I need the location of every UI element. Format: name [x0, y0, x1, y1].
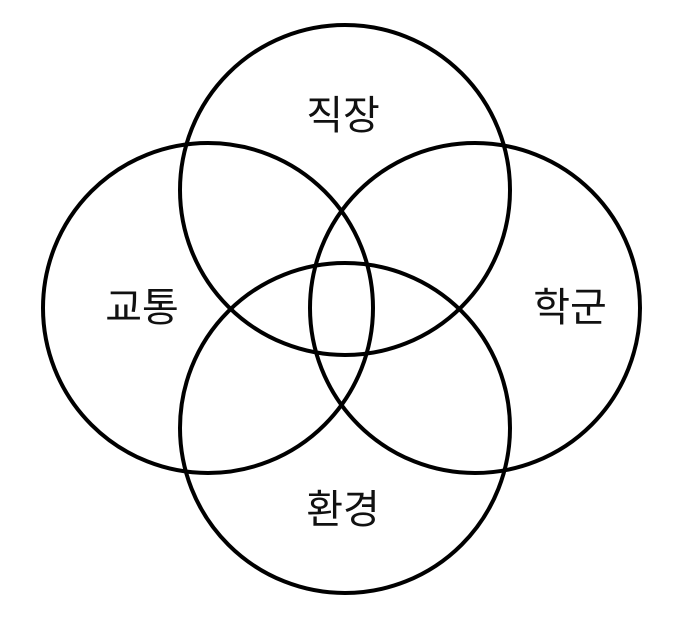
circle-left-gyotong — [41, 141, 375, 475]
label-hwangyeong: 환경 — [306, 487, 380, 533]
label-jikjang: 직장 — [306, 93, 380, 139]
circle-right-hakgun — [308, 141, 642, 475]
label-gyotong: 교통 — [105, 285, 179, 331]
circle-bottom-hwangyeong — [178, 261, 512, 595]
label-hakgun: 학군 — [533, 285, 607, 331]
circle-top-jikjang — [178, 23, 512, 357]
